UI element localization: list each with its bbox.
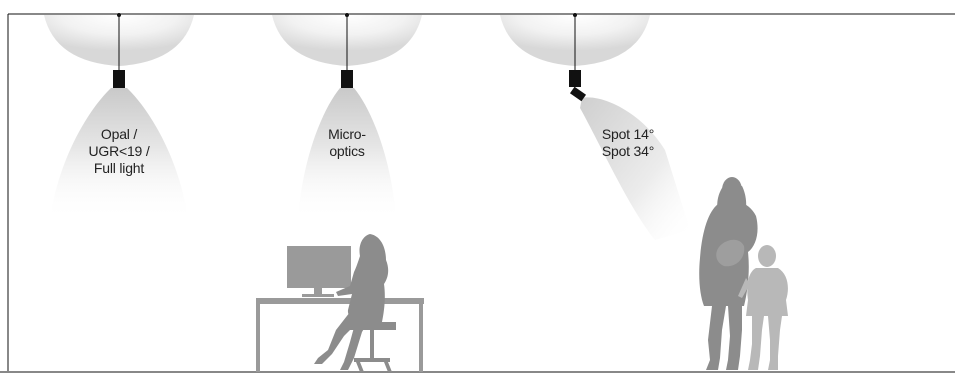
monitor-base: [302, 294, 334, 297]
shoulder-bag: [716, 239, 745, 267]
seated-woman-silhouette: [314, 234, 396, 372]
fixture-body: [341, 70, 353, 88]
desk-leg-left: [256, 304, 260, 372]
label-line: optics: [329, 143, 365, 159]
luminaire-micro-optics: [272, 13, 422, 220]
office-chair: [350, 322, 396, 372]
standing-woman-silhouette: [699, 177, 758, 370]
label-line: Spot 34°: [601, 143, 655, 159]
ceiling-mount: [573, 13, 577, 17]
label-spot: Spot 14° Spot 34°: [592, 126, 664, 160]
fixture-body: [569, 70, 581, 87]
beam-opal: [50, 88, 188, 220]
desk-workstation: [256, 246, 424, 372]
label-opal: Opal / UGR<19 / Full light: [80, 126, 158, 177]
label-line: Micro-: [328, 126, 366, 142]
label-micro-optics: Micro- optics: [316, 126, 378, 160]
spot-head: [569, 86, 587, 102]
luminaire-spot: [500, 13, 690, 241]
ceiling-mount: [345, 13, 349, 17]
label-line: Spot 14°: [601, 126, 655, 142]
label-line: UGR<19 /: [88, 143, 150, 159]
child-silhouette: [738, 245, 788, 370]
beam-spot: [580, 97, 690, 241]
desk-top: [256, 298, 424, 304]
luminaire-opal: [44, 13, 194, 220]
label-line: Full light: [93, 160, 145, 176]
label-line: Opal /: [100, 126, 138, 142]
desk-leg-right: [419, 304, 423, 372]
monitor-stand: [314, 288, 322, 295]
fixture-body: [113, 70, 125, 88]
monitor-screen: [287, 246, 351, 288]
beam-micro: [298, 88, 396, 220]
ceiling-mount: [117, 13, 121, 17]
